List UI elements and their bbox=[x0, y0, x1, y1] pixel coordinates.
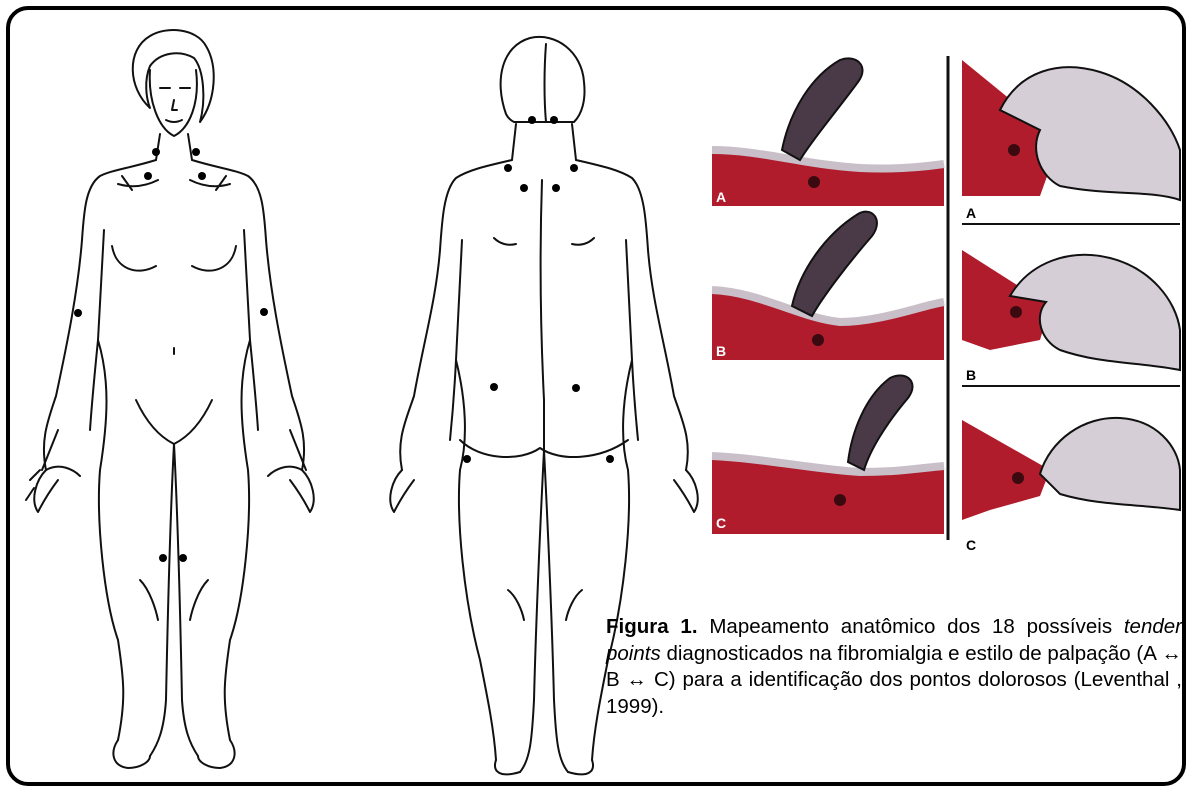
panel-left-c bbox=[712, 375, 944, 534]
panel-right-c bbox=[962, 418, 1180, 520]
caption-label: Figura 1. bbox=[606, 615, 698, 638]
figure-caption: Figura 1. Mapeamento anatômico dos 18 po… bbox=[606, 614, 1182, 720]
caption-text-1: Mapeamento anatômico dos 18 possíveis bbox=[698, 615, 1124, 638]
panel-right-b bbox=[962, 250, 1180, 370]
panel-letter-left-a: A bbox=[716, 189, 726, 205]
palpation-illustrations: A B C A B C bbox=[712, 56, 1180, 553]
back-tender-points bbox=[463, 116, 614, 463]
front-body-figure bbox=[26, 30, 314, 768]
panel-letter-left-c: C bbox=[716, 515, 726, 531]
panel-left-b bbox=[712, 212, 944, 360]
panel-right-a bbox=[962, 60, 1180, 200]
panel-left-a bbox=[712, 58, 944, 206]
panel-letter-right-a: A bbox=[966, 205, 976, 221]
caption-text-2: diagnosticados na fibromialgia e estilo … bbox=[606, 642, 1182, 718]
panel-letter-right-c: C bbox=[966, 537, 976, 553]
panel-letter-right-b: B bbox=[966, 367, 976, 383]
panel-letter-left-b: B bbox=[716, 343, 726, 359]
